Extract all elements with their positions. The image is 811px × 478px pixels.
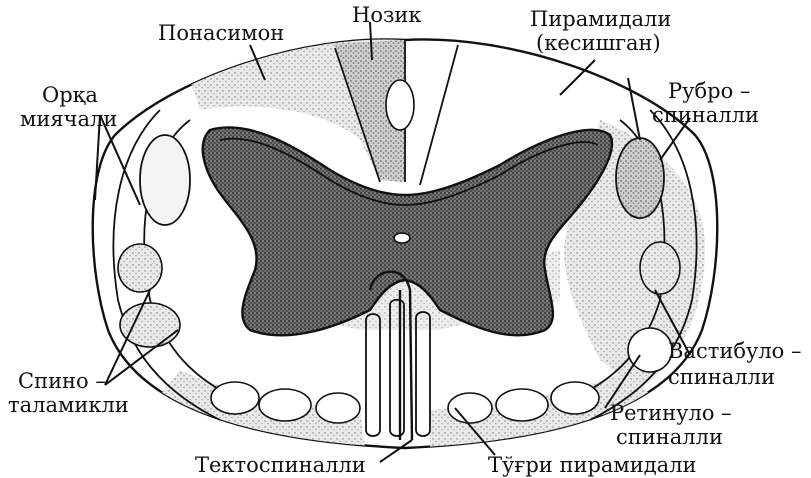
label-rubro-line2: спиналли bbox=[652, 103, 759, 127]
label-orqa-line2: миячали bbox=[20, 107, 117, 131]
label-rubro-line1: Рубро – bbox=[668, 79, 750, 103]
label-vestibulo-line2: спиналли bbox=[668, 365, 775, 389]
spinothalamic-oval-2 bbox=[120, 303, 180, 347]
label-nozik: Нозик bbox=[352, 3, 422, 27]
piramidal-septum-line bbox=[420, 45, 458, 185]
anterior-oval-2 bbox=[259, 389, 311, 421]
label-spino-line2: таламикли bbox=[8, 393, 129, 417]
label-piramidali-line2: (кесишган) bbox=[536, 31, 661, 55]
label-piramidali-line1: Пирамидали bbox=[530, 7, 671, 31]
anterior-oval-6 bbox=[551, 382, 599, 414]
label-ponasimon: Понасимон bbox=[158, 21, 284, 45]
label-tugri-piramidali: Тўғри пирамидали bbox=[488, 453, 697, 477]
orqa-miyachali-oval bbox=[140, 135, 190, 225]
tugri-piramidal-column-right bbox=[416, 312, 430, 436]
rubrospinal-oval bbox=[616, 138, 664, 218]
dorsal-small-oval bbox=[386, 80, 414, 130]
anterior-oval-1 bbox=[211, 382, 259, 414]
anterior-oval-4 bbox=[448, 393, 492, 423]
spinothalamic-oval-1 bbox=[118, 244, 162, 292]
tektospinal-column bbox=[366, 314, 380, 436]
label-retinulo-line1: Ретинуло – bbox=[610, 401, 732, 425]
vestibulospinal-oval bbox=[640, 242, 680, 294]
label-vestibulo-line1: Вастибуло – bbox=[668, 339, 802, 363]
label-spino-line1: Спино – bbox=[18, 369, 106, 393]
label-orqa-line1: Орқа bbox=[42, 83, 98, 107]
central-canal bbox=[394, 233, 410, 243]
anterior-oval-3 bbox=[316, 393, 360, 423]
anterior-oval-5 bbox=[496, 389, 548, 421]
label-retinulo-line2: спиналли bbox=[616, 425, 723, 449]
label-tektospinalli: Тектоспиналли bbox=[195, 453, 366, 477]
retinulospinal-oval bbox=[628, 328, 672, 372]
